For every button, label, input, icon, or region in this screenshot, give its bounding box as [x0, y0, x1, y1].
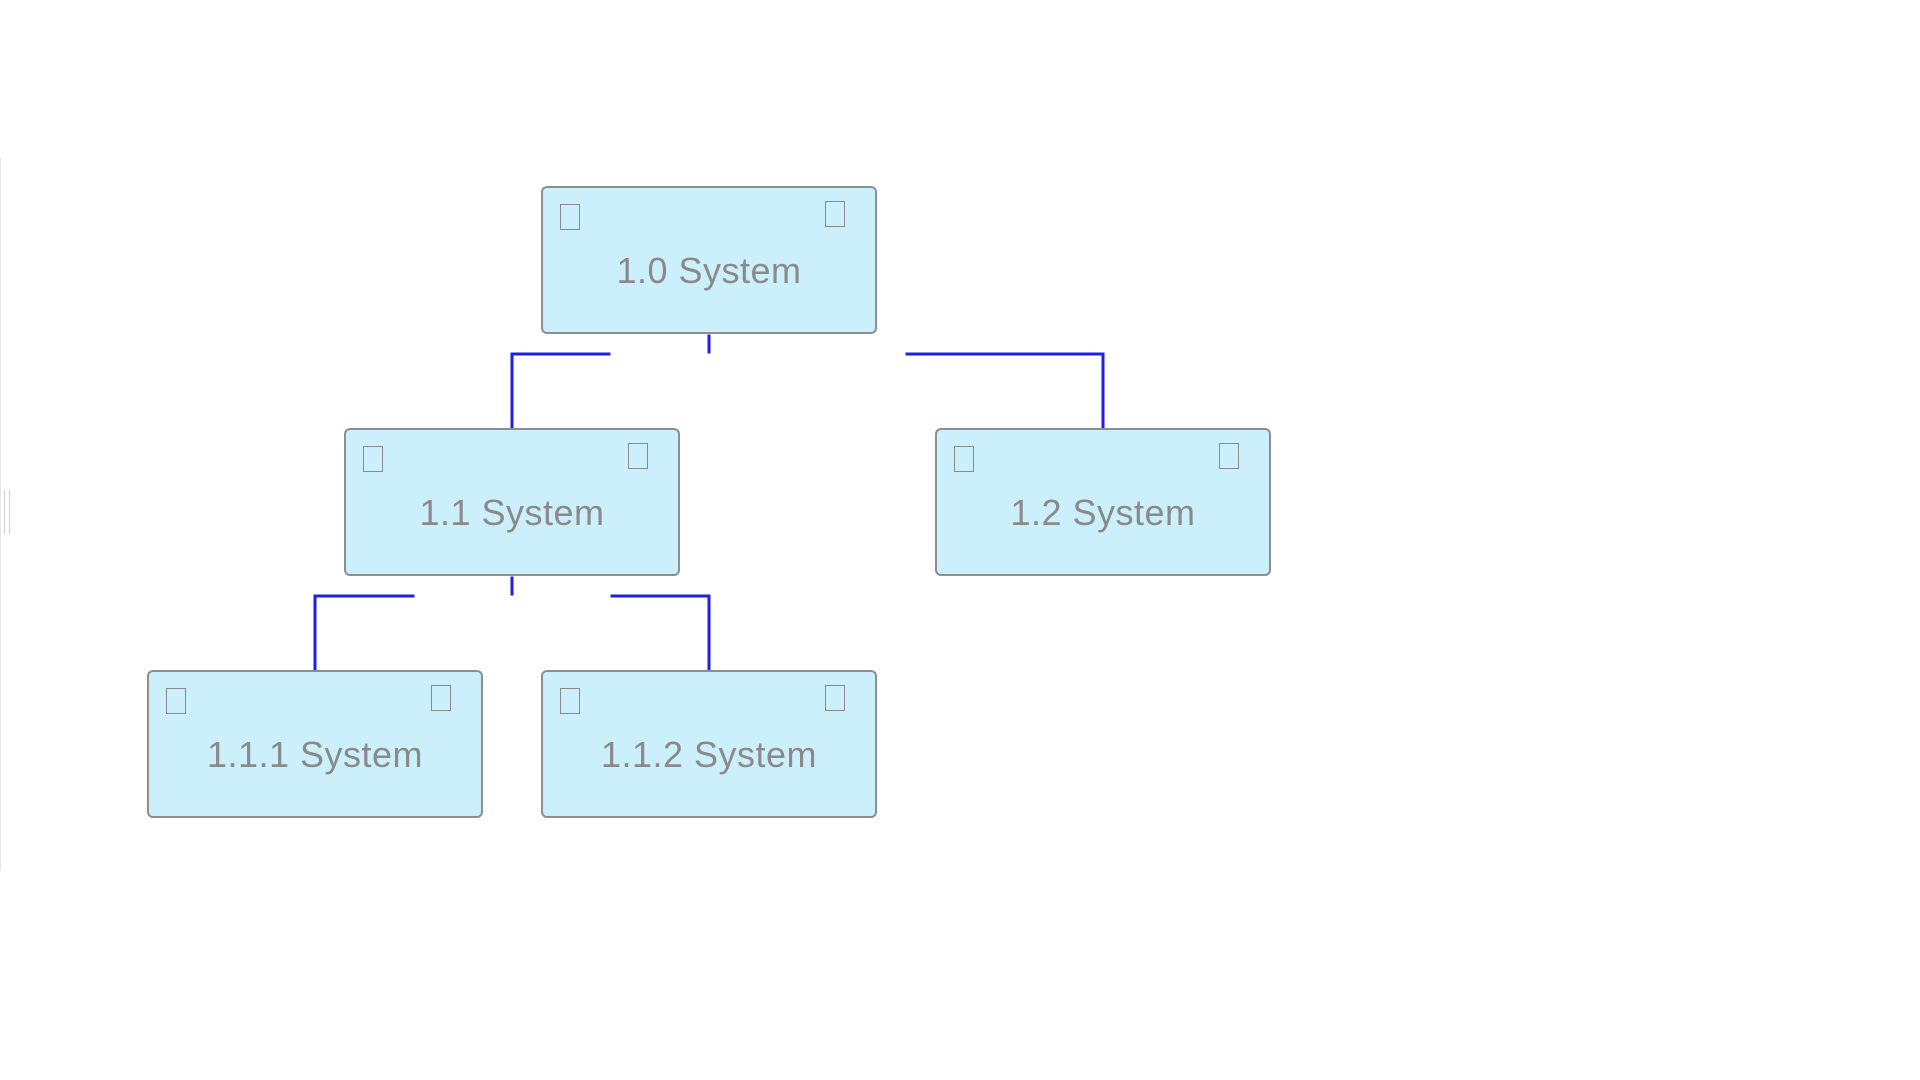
node-checkbox-right[interactable] — [431, 685, 451, 711]
node-label: 1.1 System — [419, 492, 605, 533]
node-1-2-system[interactable]: 1.2 System — [935, 428, 1271, 576]
node-checkbox-left[interactable] — [560, 688, 580, 714]
node-1-1-system[interactable]: 1.1 System — [344, 428, 680, 576]
node-checkbox-right[interactable] — [825, 201, 845, 227]
node-checkbox-left[interactable] — [363, 446, 383, 472]
node-label: 1.0 System — [616, 250, 802, 291]
node-label: 1.1.1 System — [206, 734, 424, 775]
node-checkbox-left[interactable] — [166, 688, 186, 714]
canvas-left-border — [0, 158, 1, 870]
node-label: 1.1.2 System — [600, 734, 818, 775]
node-1-1-1-system[interactable]: 1.1.1 System — [147, 670, 483, 818]
node-1-0-system[interactable]: 1.0 System — [541, 186, 877, 334]
node-checkbox-right[interactable] — [628, 443, 648, 469]
node-checkbox-left[interactable] — [954, 446, 974, 472]
node-checkbox-left[interactable] — [560, 204, 580, 230]
node-checkbox-right[interactable] — [1219, 443, 1239, 469]
node-1-1-2-system[interactable]: 1.1.2 System — [541, 670, 877, 818]
panel-resize-handle[interactable] — [4, 490, 10, 534]
node-label: 1.2 System — [1010, 492, 1196, 533]
node-checkbox-right[interactable] — [825, 685, 845, 711]
